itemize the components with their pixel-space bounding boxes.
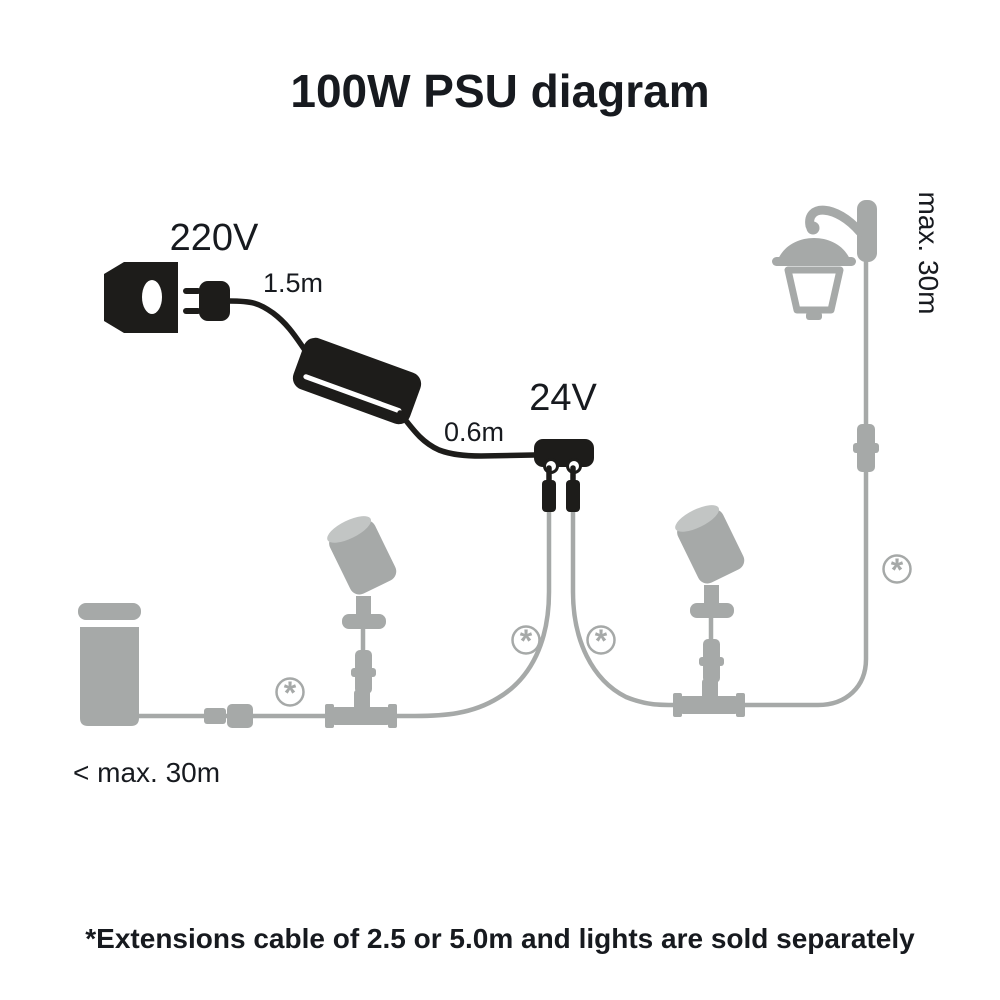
t-body xyxy=(678,696,740,714)
spotlight-base xyxy=(690,603,734,618)
label-psu-output-cable: 0.6m xyxy=(444,417,504,447)
splitter-sleeve-right xyxy=(566,480,580,512)
t-stem xyxy=(702,679,718,701)
splitter-sleeve-left xyxy=(542,480,556,512)
lantern-glass xyxy=(784,266,844,314)
label-left-run-max: < max. 30m xyxy=(73,757,220,788)
splitter-body xyxy=(534,439,594,467)
pedestal-body xyxy=(80,627,139,726)
spotlight-neck xyxy=(356,596,371,618)
wall-socket-icon xyxy=(104,262,178,333)
page-title: 100W PSU diagram xyxy=(290,65,709,117)
cable-220v xyxy=(226,298,310,356)
pedestal-cap xyxy=(78,603,141,620)
inline-connector-right-vertical xyxy=(853,424,879,472)
pedestal-light-icon xyxy=(78,603,141,726)
plug-prong-top xyxy=(183,288,201,294)
asterisk-glyph: * xyxy=(595,623,608,659)
lantern-base-nub xyxy=(806,312,822,320)
lantern-wall-plate xyxy=(857,200,877,262)
t-connector-left-icon xyxy=(325,690,397,728)
t-rib-left xyxy=(673,693,682,717)
spotlight-connector-rib xyxy=(699,657,724,666)
cable-psu-to-splitter xyxy=(397,410,537,459)
lantern-dome xyxy=(777,238,851,262)
asterisk-glyph: * xyxy=(284,675,297,711)
asterisk-circle-icon xyxy=(586,625,616,655)
label-psu-input-cable: 1.5m xyxy=(263,268,323,298)
socket-side-face xyxy=(104,262,124,333)
cable-left-run xyxy=(132,509,552,719)
label-output-voltage: 24V xyxy=(529,377,597,419)
inline-connector-large xyxy=(227,704,253,728)
inline-connector-left xyxy=(204,704,253,728)
spotlight-opening xyxy=(327,516,372,543)
label-input-voltage: 220V xyxy=(170,217,259,259)
sleeve-rib xyxy=(853,443,879,453)
t-body xyxy=(330,707,392,725)
plug-prong-bottom xyxy=(183,308,201,314)
spotlight-head xyxy=(327,516,397,595)
spotlight-head xyxy=(675,505,745,584)
t-rib-left xyxy=(325,704,334,728)
psu-brick-icon xyxy=(292,337,422,425)
extension-marker-right: * xyxy=(882,552,912,588)
spotlight-neck xyxy=(704,585,719,607)
label-right-run-max: max. 30m xyxy=(913,192,944,315)
spotlight-base xyxy=(342,614,386,629)
power-plug-icon xyxy=(183,281,230,321)
extension-marker-left: * xyxy=(275,675,305,711)
cable-right-run xyxy=(570,259,869,708)
t-rib-right xyxy=(388,704,397,728)
t-rib-right xyxy=(736,693,745,717)
asterisk-glyph: * xyxy=(520,623,533,659)
footnote: *Extensions cable of 2.5 or 5.0m and lig… xyxy=(85,923,915,954)
splitter-24v-icon xyxy=(534,439,594,512)
extension-marker-mid-right: * xyxy=(586,623,616,659)
psu-body xyxy=(292,337,422,425)
spotlight-connector-rib xyxy=(351,668,376,677)
lantern-brim xyxy=(772,257,856,266)
spotlight-opening xyxy=(675,505,720,532)
t-connector-right-icon xyxy=(673,679,745,717)
spotlight-left-icon xyxy=(327,516,397,694)
plug-body xyxy=(199,281,230,321)
lantern-arm xyxy=(805,205,865,237)
lantern-finial xyxy=(806,221,820,235)
socket-hole xyxy=(142,280,162,314)
asterisk-circle-icon xyxy=(275,677,305,707)
asterisk-circle-icon xyxy=(511,625,541,655)
inline-connector-small xyxy=(204,708,226,724)
asterisk-circle-icon xyxy=(882,554,912,584)
spotlight-right-icon xyxy=(675,505,745,683)
extension-marker-mid-left: * xyxy=(511,623,541,659)
asterisk-glyph: * xyxy=(891,552,904,588)
wall-lantern-icon xyxy=(772,200,877,320)
psu-seam xyxy=(303,374,402,414)
t-stem xyxy=(354,690,370,712)
